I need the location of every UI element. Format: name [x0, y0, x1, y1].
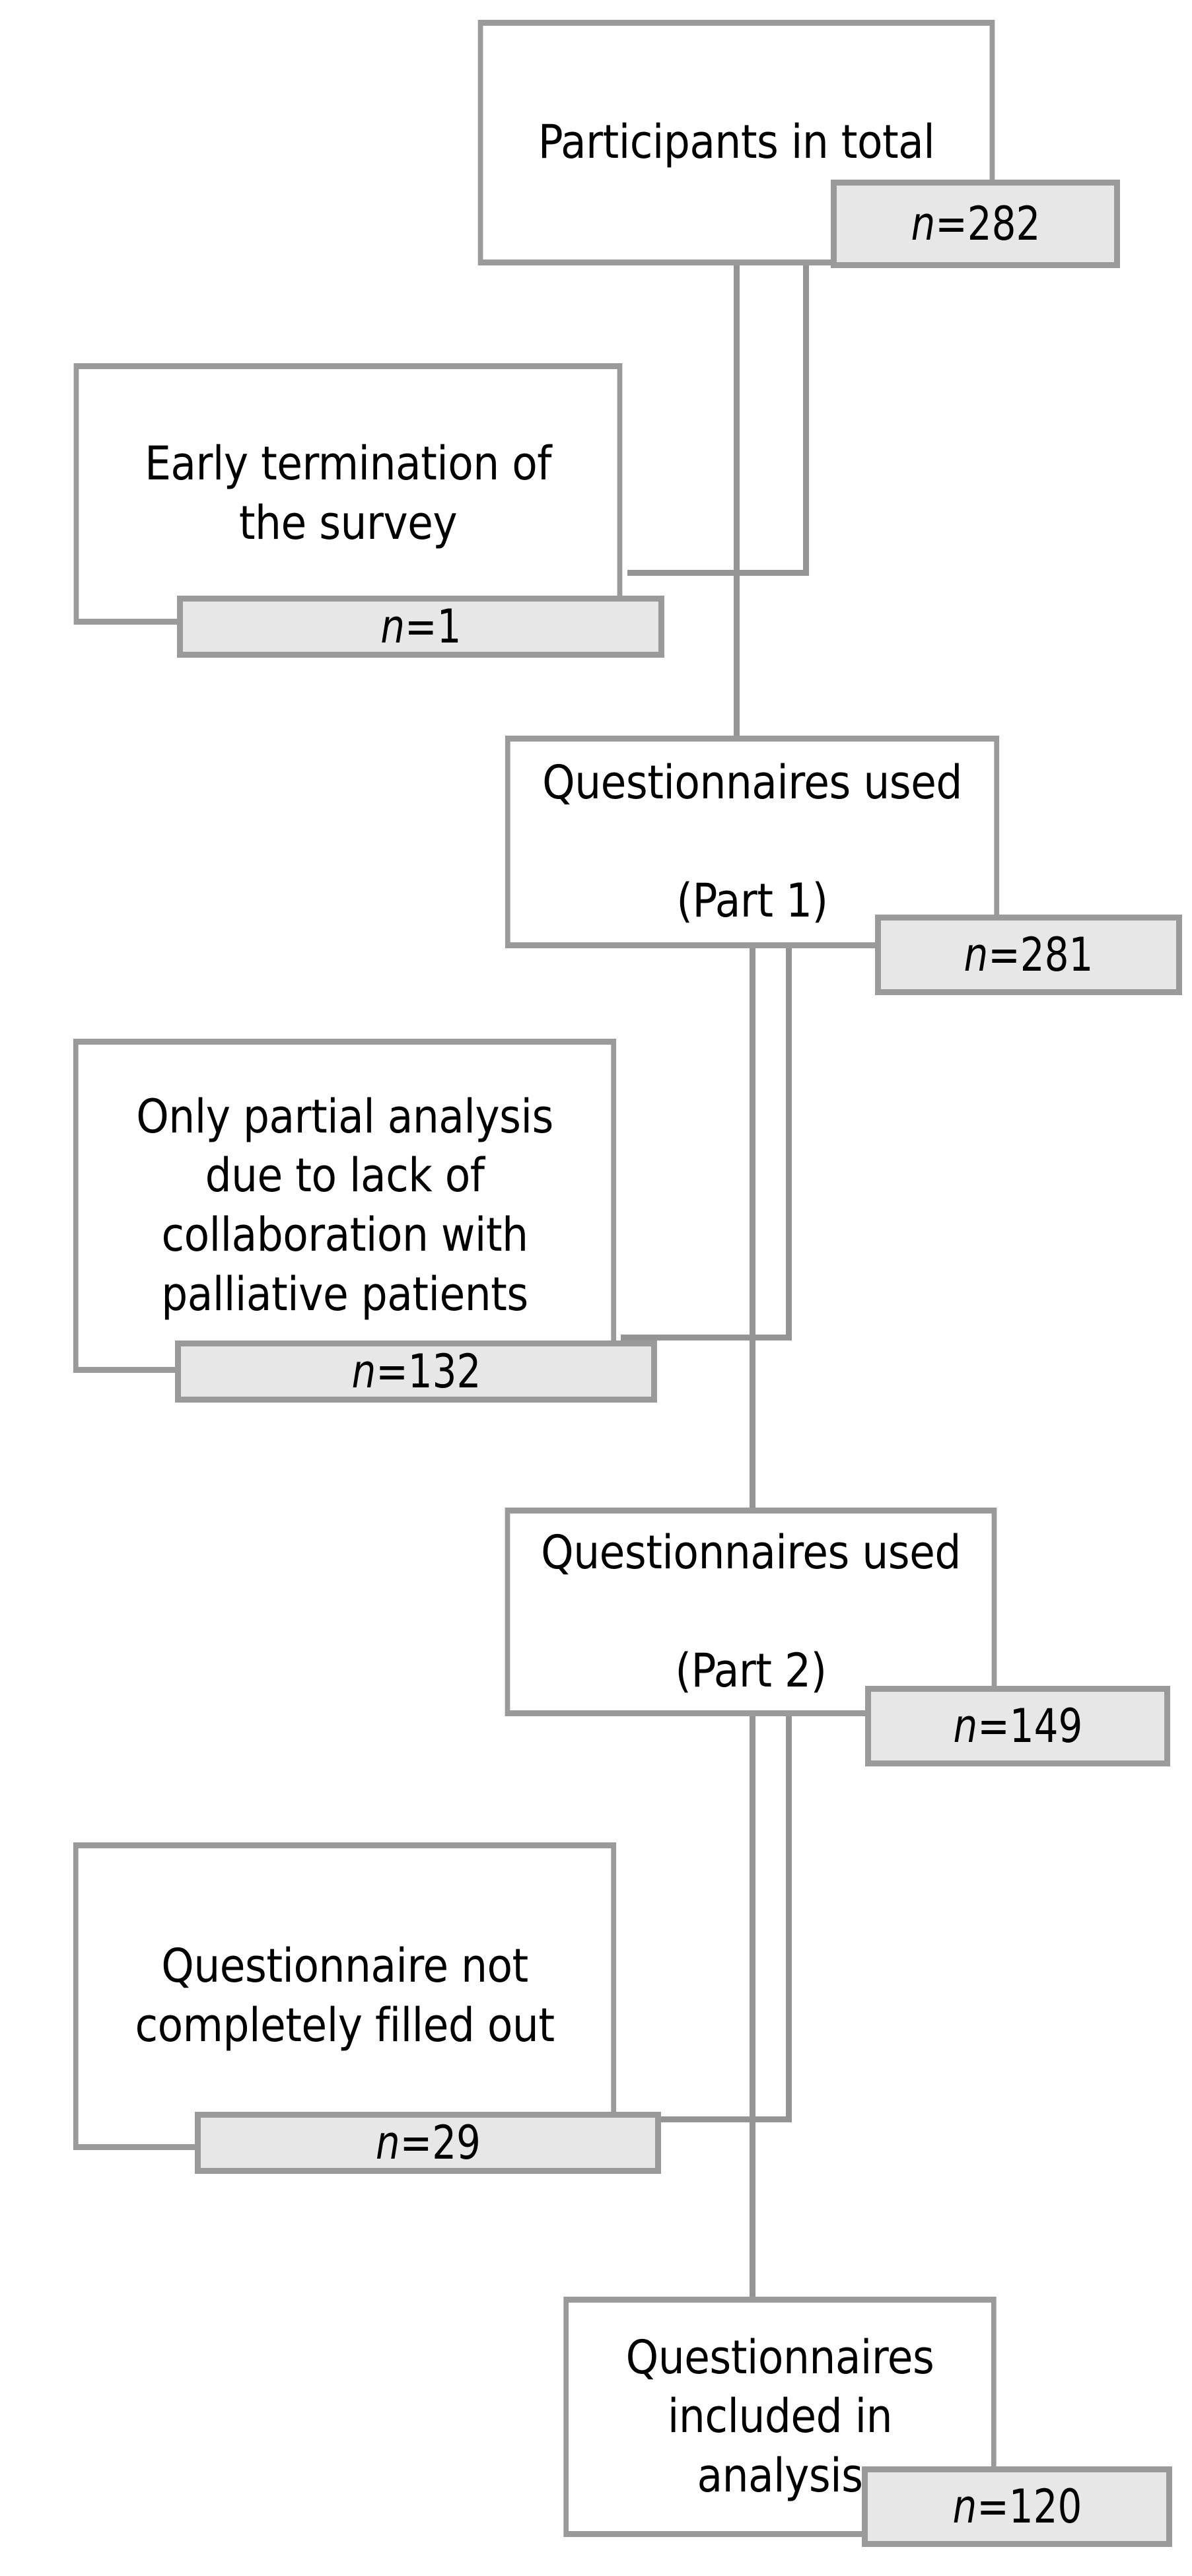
badge-only-partial-analysis: n=132: [175, 1340, 657, 1403]
connector-branch-partial-analysis-horizontal: [621, 1335, 792, 1340]
badge-only-partial-analysis-text: n=132: [351, 1344, 481, 1399]
connector-total-to-part1: [734, 263, 740, 738]
node-early-termination[interactable]: Early termination of the survey: [73, 363, 623, 625]
badge-questionnaires-used-part-2-text: n=149: [953, 1699, 1082, 1753]
badge-questionnaires-included-text: n=120: [952, 2480, 1082, 2534]
badge-questionnaire-not-complete-text: n=29: [375, 2116, 481, 2170]
connector-branch-incomplete-horizontal: [621, 2116, 792, 2122]
badge-early-termination-text: n=1: [380, 600, 462, 654]
node-participants-total-label: Participants in total: [538, 115, 935, 170]
node-questionnaires-used-part-2[interactable]: Questionnaires used (Part 2): [505, 1508, 997, 1716]
badge-participants-total-text: n=282: [911, 197, 1040, 251]
node-early-termination-label: Early termination of the survey: [145, 436, 551, 550]
badge-early-termination: n=1: [177, 596, 664, 658]
node-only-partial-analysis[interactable]: Only partial analysis due to lack of col…: [73, 1039, 617, 1373]
badge-questionnaire-not-complete: n=29: [195, 2112, 661, 2174]
node-questionnaires-included-label: Questionnaires included in analysis: [625, 2330, 934, 2503]
badge-questionnaires-used-part-1-text: n=281: [964, 928, 1094, 982]
node-questionnaire-not-complete-label: Questionnaire not completely filled out: [135, 1939, 555, 2052]
connector-branch-early-termination-vertical: [803, 263, 809, 576]
node-questionnaires-used-part-1-label: Questionnaires used (Part 1): [542, 755, 962, 928]
badge-participants-total: n=282: [831, 180, 1120, 268]
connector-branch-partial-analysis-vertical: [786, 944, 792, 1340]
node-questionnaire-not-complete[interactable]: Questionnaire not completely filled out: [73, 1842, 617, 2150]
connector-part1-to-part2: [750, 944, 755, 1512]
badge-questionnaires-used-part-2: n=149: [865, 1686, 1170, 1766]
badge-questionnaires-included: n=120: [862, 2466, 1172, 2547]
badge-questionnaires-used-part-1: n=281: [875, 915, 1182, 995]
node-questionnaires-used-part-2-label: Questionnaires used (Part 2): [541, 1525, 961, 1698]
connector-branch-incomplete-vertical: [786, 1713, 792, 2122]
node-questionnaires-used-part-1[interactable]: Questionnaires used (Part 1): [505, 736, 1000, 948]
node-only-partial-analysis-label: Only partial analysis due to lack of col…: [136, 1089, 553, 1321]
connector-branch-early-termination-horizontal: [627, 570, 809, 576]
connector-part2-to-included: [750, 1713, 755, 2302]
